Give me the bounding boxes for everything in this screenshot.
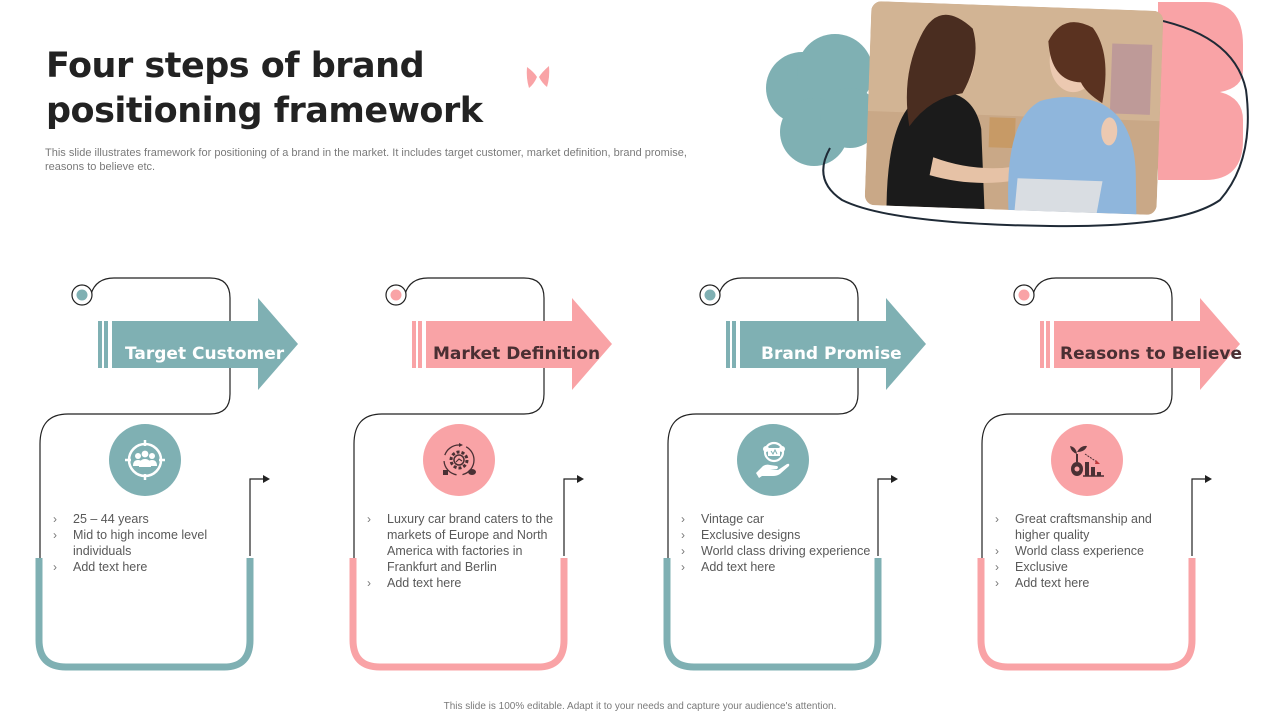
market-cycle-gear-icon	[443, 443, 476, 476]
oval-outline	[822, 11, 1249, 228]
step-market-definition: Market Definition Luxury car brand cater…	[348, 270, 648, 680]
step-label: Reasons to Believe	[1060, 344, 1243, 364]
page-title: Four steps of brand positioning framewor…	[46, 46, 483, 131]
step-brand-promise: Brand Promise Vintage car Exclusive desi…	[662, 270, 962, 680]
bullet-item: World class experience	[995, 543, 1185, 559]
step-label: Target Customer	[125, 344, 285, 364]
bullet-item: Vintage car	[681, 511, 871, 527]
step-label: Brand Promise	[761, 344, 902, 364]
bullet-item: World class driving experience	[681, 543, 871, 559]
teal-cloud-shape	[766, 34, 880, 166]
step-frame	[35, 277, 298, 671]
step-frame	[349, 277, 612, 671]
bullet-item: Luxury car brand caters to the markets o…	[367, 511, 557, 575]
bullet-item: Exclusive designs	[681, 527, 871, 543]
step-frame	[977, 277, 1240, 671]
hand-holding-badge-icon	[756, 441, 790, 478]
bullet-item: Add text here	[53, 559, 243, 575]
step-icon-circle	[109, 424, 181, 496]
plant-growth-chart-icon	[1070, 445, 1104, 477]
step-icon-circle	[737, 424, 809, 496]
hero-image-group	[750, 0, 1270, 240]
bullet-item: Add text here	[995, 575, 1185, 591]
step-icon-circle	[423, 424, 495, 496]
bullet-item: Great craftsmanship and higher quality	[995, 511, 1185, 543]
step-label: Market Definition	[433, 344, 601, 364]
pink-rounded-shape	[1158, 2, 1243, 180]
step-bullet-list: Vintage car Exclusive designs World clas…	[681, 511, 871, 575]
page-subtitle: This slide illustrates framework for pos…	[45, 147, 687, 173]
step-frame	[663, 277, 926, 671]
target-audience-icon	[125, 440, 165, 480]
step-bullet-list: 25 – 44 years Mid to high income level i…	[53, 511, 243, 575]
butterfly-decoration-icon	[526, 66, 550, 88]
bullet-item: Add text here	[681, 559, 871, 575]
bullet-item: 25 – 44 years	[53, 511, 243, 527]
photo	[864, 1, 1164, 216]
step-icon-circle	[1051, 424, 1123, 496]
bullet-item: Add text here	[367, 575, 557, 591]
step-target-customer: Target Customer 25 – 44 years Mid to hig…	[34, 270, 334, 680]
step-bullet-list: Great craftsmanship and higher quality W…	[995, 511, 1185, 591]
step-reasons-to-believe: Reasons to Believe Great craftsmanship a…	[976, 270, 1276, 680]
bullet-item: Exclusive	[995, 559, 1185, 575]
step-bullet-list: Luxury car brand caters to the markets o…	[367, 511, 557, 591]
bullet-item: Mid to high income level individuals	[53, 527, 243, 559]
footer-note: This slide is 100% editable. Adapt it to…	[443, 701, 837, 712]
